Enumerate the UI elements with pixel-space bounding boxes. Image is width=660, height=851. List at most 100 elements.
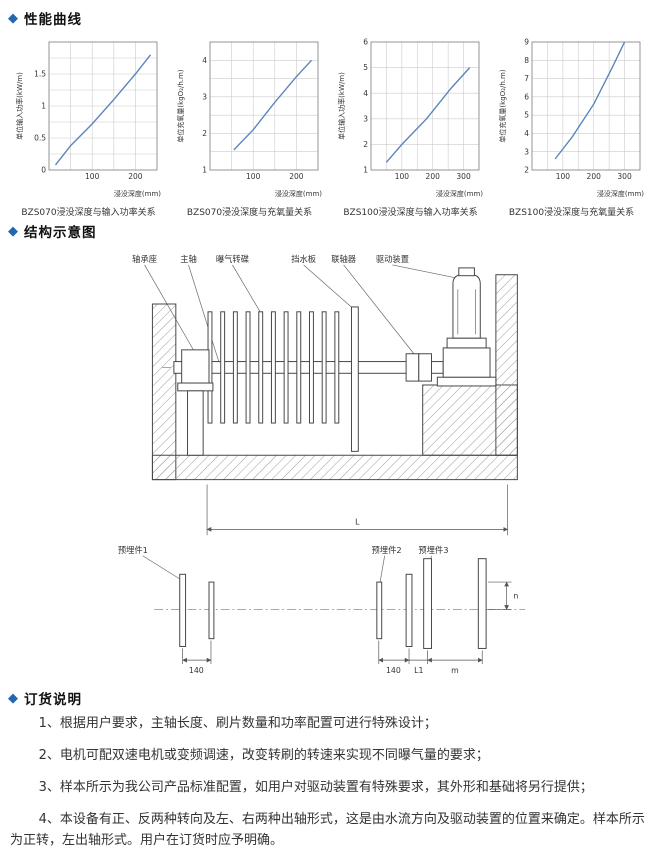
dimension-label-n: n: [513, 592, 518, 601]
embed-plate: [208, 581, 215, 640]
x-tick-label: 100: [555, 172, 570, 181]
y-tick-label: 1.5: [34, 70, 46, 79]
coupling-half: [418, 353, 432, 382]
x-axis-label: 浸没深度(mm): [435, 189, 482, 198]
coupling: [405, 353, 432, 382]
dimension-label-L1: L1: [414, 666, 423, 675]
embed-plate: [423, 558, 432, 649]
aeration-disc: [283, 311, 289, 424]
plot-frame: [48, 41, 157, 171]
bearing-block: [181, 349, 210, 384]
diamond-bullet-icon: ◆: [8, 10, 18, 26]
aeration-disc: [321, 311, 327, 424]
y-tick-label: 0: [41, 166, 46, 175]
aeration-disc: [258, 311, 264, 424]
aeration-disc: [296, 311, 302, 424]
data-curve: [385, 67, 470, 163]
y-axis-label: 单位输入功率(kW/m): [15, 72, 24, 140]
y-tick-label: 4: [202, 56, 207, 65]
x-tick-label: 100: [85, 172, 100, 181]
y-tick-label: 7: [524, 74, 529, 83]
label-bearing-seat: 轴承座: [132, 254, 157, 264]
label-aeration-disc: 曝气转碟: [216, 254, 249, 264]
drive-unit: [436, 267, 497, 387]
y-tick-label: 4: [363, 89, 368, 98]
section-head-structure: ◆ 结构示意图: [8, 221, 652, 242]
embedded-parts-drawing: 预埋件1 预埋件2 预埋件3 140 140 L1: [118, 545, 526, 675]
section-head-performance: ◆ 性能曲线: [8, 8, 652, 29]
coupling-half: [405, 353, 420, 382]
diamond-bullet-icon: ◆: [8, 690, 18, 706]
leader-line: [379, 555, 385, 585]
main-shaft: [173, 361, 444, 374]
dimension-label-L: L: [355, 518, 360, 527]
chart-caption: BZS100浸没深度与输入功率关系: [343, 208, 478, 218]
plot-frame: [531, 41, 640, 171]
label-water-baffle: 挡水板: [291, 254, 316, 264]
ordering-note-4: 4、本设备有正、反两种转向及左、右两种出轴形式，这是由水流方向及驱动装置的位置来…: [10, 812, 645, 848]
dimension-label-140b: 140: [386, 666, 401, 675]
aeration-disc: [334, 311, 340, 424]
x-axis-label: 浸没深度(mm): [596, 189, 643, 198]
y-axis-label: 单位充氧量(kgO₂/h.m): [176, 69, 185, 142]
bearing-seat: [177, 349, 214, 456]
x-tick-label: 200: [128, 172, 143, 181]
embed-plate: [179, 573, 187, 647]
aeration-disc: [232, 311, 238, 424]
ordering-note-2: 2、电机可配双速电机或变频调速，改变转刷的转速来实现不同曝气量的要求；: [38, 748, 489, 764]
structure-diagram: 轴承座 主轴 曝气转碟 挡水板 联轴器 驱动装置: [118, 254, 526, 675]
bearing-base-plate: [177, 382, 214, 392]
aeration-disc: [220, 311, 226, 424]
data-curve: [554, 41, 625, 160]
x-tick-label: 200: [425, 172, 440, 181]
y-tick-label: 4: [524, 129, 529, 138]
chart-caption: BZS070浸没深度与输入功率关系: [21, 208, 156, 218]
x-tick-label: 100: [246, 172, 261, 181]
embed-plate: [405, 573, 413, 647]
data-curve: [54, 54, 151, 166]
tank-left-wall: [151, 303, 177, 481]
part-labels: 轴承座 主轴 曝气转碟 挡水板 联轴器 驱动装置: [132, 254, 455, 362]
motor-flange: [446, 337, 487, 349]
y-tick-label: 1: [363, 166, 368, 175]
section-head-ordering: ◆ 订货说明: [8, 688, 652, 709]
label-drive-unit: 驱动装置: [376, 254, 409, 264]
y-tick-label: 5: [524, 111, 529, 120]
x-tick-label: 200: [289, 172, 304, 181]
aeration-disc: [245, 311, 251, 424]
label-embed-part-1: 预埋件1: [118, 545, 148, 555]
tank-bottom-slab: [151, 454, 518, 481]
embed-plate: [376, 581, 383, 640]
gearbox: [442, 347, 491, 378]
x-tick-label: 300: [617, 172, 632, 181]
x-tick-label: 300: [456, 172, 471, 181]
y-tick-label: 3: [202, 92, 207, 101]
y-tick-label: 6: [524, 92, 529, 101]
y-tick-label: 8: [524, 56, 529, 65]
tank-right-wall: [495, 274, 518, 456]
label-coupling: 联轴器: [331, 254, 357, 264]
diamond-bullet-icon: ◆: [8, 223, 18, 239]
embed-plate: [477, 558, 487, 649]
ordering-note-3: 3、样本所示为我公司产品标准配置，如用户对驱动装置有特殊要求，其外形和基础将另行…: [38, 780, 593, 796]
y-tick-label: 5: [363, 63, 368, 72]
x-axis-label: 浸没深度(mm): [274, 189, 321, 198]
tank-structure: [151, 274, 518, 481]
ordering-notes: 1、根据用户要求，主轴长度、刷片数量和功率配置可进行特殊设计； 2、电机可配双速…: [8, 712, 652, 851]
chart-caption: BZS100浸没深度与充氧量关系: [508, 208, 635, 218]
leader-line: [392, 264, 455, 278]
x-axis-label: 浸没深度(mm): [113, 189, 160, 198]
aeration-disc: [270, 311, 276, 424]
leader-line: [303, 264, 354, 310]
plot-frame: [209, 41, 318, 171]
chart-caption: BZS070浸没深度与充氧量关系: [186, 208, 313, 218]
